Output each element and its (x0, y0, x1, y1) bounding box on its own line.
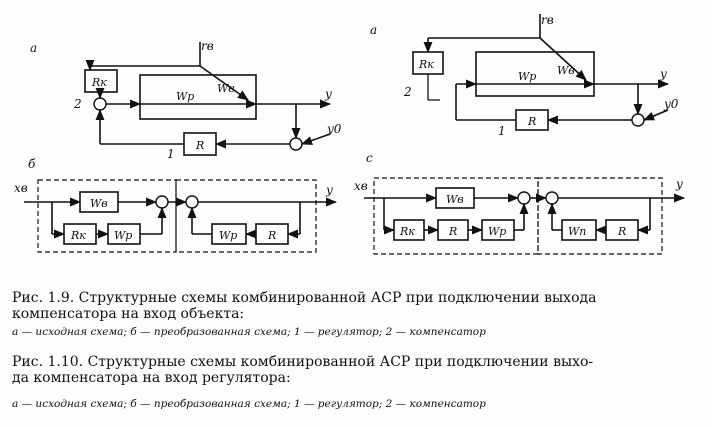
caption-fig-1-9-legend: а — исходная схема; б — преобразованная … (12, 326, 486, 338)
sum-node-1 (155, 195, 169, 209)
diagram-1-10-a: a rв Rк 2 Wв Wр y y0 R 1 (370, 13, 679, 138)
signal-rv: rв (201, 39, 214, 53)
panel-label: a (370, 23, 377, 37)
error-sum-node (631, 113, 645, 127)
y0-arrow (300, 133, 331, 145)
block-rk-label: Rк (91, 76, 107, 89)
signal-xv: xв (354, 179, 368, 193)
block-r-label: R (267, 229, 276, 242)
block-wp-label-2: Wр (219, 229, 237, 242)
dashed-group-compensator (37, 179, 177, 253)
block-wp-label: Wр (176, 90, 194, 103)
block-rk-label: Rк (418, 58, 434, 71)
block-wn-label: Wп (568, 225, 586, 238)
caption-fig-1-10-title: Рис. 1.10. Структурные схемы комбинирова… (12, 354, 594, 370)
signal-rv: rв (541, 13, 554, 27)
signal-y0: y0 (663, 97, 679, 111)
label-2: 2 (403, 85, 412, 99)
block-wp-label: Wр (518, 70, 536, 83)
block-wv-label: Wв (446, 193, 464, 206)
panel-label: с (366, 151, 373, 165)
sum-node-2 (185, 195, 199, 209)
diagram-1-10-c: с xв Wв Rк R Wр y R Wп (354, 151, 686, 255)
caption-fig-1-9-title: Рис. 1.9. Структурные схемы комбинирован… (12, 290, 597, 306)
block-rk-label: Rк (70, 229, 86, 242)
panel-label: a (30, 41, 37, 55)
sum-node-1 (517, 191, 531, 205)
plant-block (475, 51, 595, 97)
signal-y: y (324, 87, 332, 101)
label-1: 1 (498, 124, 506, 138)
wv-diagonal (199, 65, 249, 101)
block-r-label: R (527, 115, 536, 128)
block-wv-label: Wв (557, 64, 575, 77)
block-r-label: R (195, 139, 204, 152)
caption-fig-1-9-title-cont: компенсатора на вход объекта: (12, 306, 245, 322)
diagram-1-9-a: a rв Rк 2 Wр Wв y y0 R 1 (30, 39, 342, 161)
block-wp-label: Wр (114, 229, 132, 242)
plant-block (139, 74, 257, 120)
block-wv-label: Wв (90, 197, 108, 210)
block-diagrams: a rв Rк 2 Wр Wв y y0 R 1 б xв (14, 13, 686, 255)
signal-y: y (325, 183, 333, 197)
caption-fig-1-10-title-cont: да компенсатора на вход регулятора: (12, 370, 291, 386)
label-1: 1 (167, 147, 175, 161)
sum-node-2 (545, 191, 559, 205)
dashed-group-loop (537, 177, 663, 255)
sum-node (93, 97, 107, 111)
wv-diagonal (539, 37, 587, 81)
signal-y0: y0 (326, 122, 342, 136)
block-r-label: R (448, 225, 457, 238)
block-wp-label: Wр (488, 225, 506, 238)
error-sum-node (289, 137, 303, 151)
signal-y: y (659, 67, 667, 81)
y0-arrow (642, 109, 669, 121)
block-wv-label: Wв (217, 82, 235, 95)
signal-y: y (675, 177, 683, 191)
diagram-1-9-b: б xв Wв Rк Wр y R Wр (14, 157, 338, 253)
signal-xv: xв (14, 181, 28, 195)
label-2: 2 (73, 97, 82, 111)
caption-fig-1-10-legend: а — исходная схема; б — преобразованная … (12, 398, 486, 410)
panel-label: б (28, 157, 36, 171)
dashed-group-loop (175, 179, 317, 253)
block-r-label-2: R (617, 225, 626, 238)
block-rk-label: Rк (399, 225, 415, 238)
